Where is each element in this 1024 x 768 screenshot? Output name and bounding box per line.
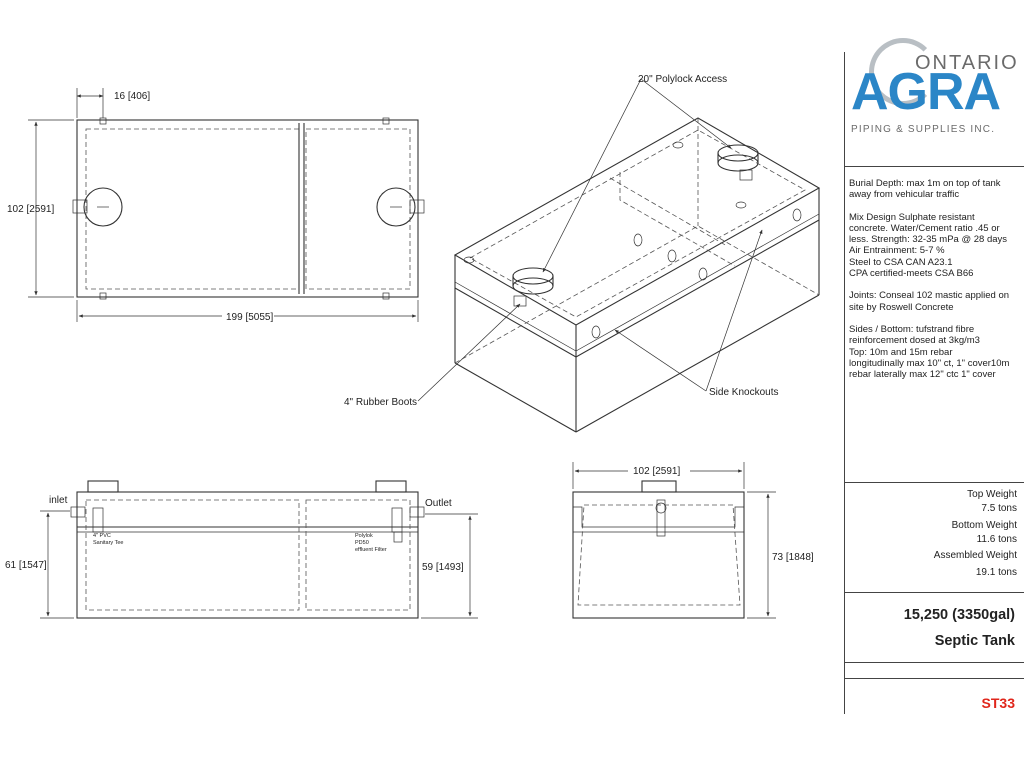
top-view: 16 [406] 102 [2591] 199 [5055]: [7, 88, 425, 323]
inlet-height-dim: 61 [1547]: [5, 560, 47, 571]
top-weight-value: 7.5 tons: [981, 503, 1017, 514]
spec-mix: Mix Design Sulphate resistant concrete. …: [849, 211, 1008, 280]
divider: [845, 662, 1024, 663]
tank-capacity: 15,250 (3350gal): [903, 607, 1015, 623]
logo-ring-icon: [869, 38, 937, 106]
specs-text: Burial Depth: max 1m on top of tank away…: [849, 178, 1024, 391]
outlet-height-dim: 59 [1493]: [422, 562, 464, 573]
filter-label-3: effluent Filter: [355, 547, 387, 553]
isometric-view: 20" Polylock Access 4" Rubber Boots Side…: [344, 74, 821, 433]
company-logo: ONTARIO AGRA PIPING & SUPPLIES INC.: [845, 38, 1024, 166]
weights-panel: Top Weight 7.5 tons Bottom Weight 11.6 t…: [845, 482, 1024, 593]
end-view: 102 [2591] 73 [1848]: [572, 462, 814, 619]
tank-name: Septic Tank: [934, 633, 1015, 649]
polylock-callout: 20" Polylock Access: [638, 74, 727, 85]
spec-joints: Joints: Conseal 102 mastic applied on si…: [849, 290, 1010, 313]
filter-label-2: PD50: [355, 540, 369, 546]
inlet-manhole-icon: [72, 187, 123, 227]
top-width-dim: 102 [2591]: [7, 204, 54, 215]
code-panel: ST33: [845, 678, 1024, 731]
bottom-weight-value: 11.6 tons: [976, 534, 1017, 545]
logo-agra: AGRA: [851, 63, 1001, 121]
top-length-dim: 199 [5055]: [226, 312, 273, 323]
top-weight-label: Top Weight: [967, 489, 1017, 500]
filter-label-1: Polylok: [355, 533, 373, 539]
logo-subtitle: PIPING & SUPPLIES INC.: [851, 124, 996, 135]
assembled-weight-value: 19.1 tons: [975, 567, 1017, 578]
end-width-dim: 102 [2591]: [633, 466, 680, 477]
inlet-label: inlet: [49, 495, 68, 506]
technical-drawing: 16 [406] 102 [2591] 199 [5055]: [5, 74, 821, 619]
knockouts-callout: Side Knockouts: [709, 387, 779, 398]
bottom-weight-label: Bottom Weight: [951, 520, 1017, 531]
title-block: ONTARIO AGRA PIPING & SUPPLIES INC. Buri…: [844, 38, 1024, 714]
top-offset-dim: 16 [406]: [114, 91, 150, 102]
iso-riser-outlet-icon: [717, 144, 759, 209]
spec-burial: Burial Depth: max 1m on top of tank away…: [849, 178, 1001, 201]
tee-label-2: Sanitary Tee: [93, 540, 123, 546]
specs-panel: [845, 166, 1024, 483]
iso-riser-inlet-icon: [512, 267, 554, 307]
end-height-dim: 73 [1848]: [772, 552, 814, 563]
model-panel: 15,250 (3350gal) Septic Tank: [845, 592, 1024, 663]
assembled-weight-label: Assembled Weight: [933, 550, 1017, 561]
spec-reinforcement: Sides / Bottom: tufstrand fibre reinforc…: [849, 323, 1010, 381]
model-code: ST33: [981, 695, 1015, 711]
tee-label-1: 4" PVC: [93, 533, 111, 539]
logo-ontario: ONTARIO: [915, 52, 1019, 74]
outlet-manhole-icon: [376, 187, 425, 227]
side-view: 4" PVC Sanitary Tee Polylok PD50 effluen…: [5, 480, 478, 619]
outlet-label: Outlet: [425, 498, 452, 509]
boots-callout: 4" Rubber Boots: [344, 397, 417, 408]
